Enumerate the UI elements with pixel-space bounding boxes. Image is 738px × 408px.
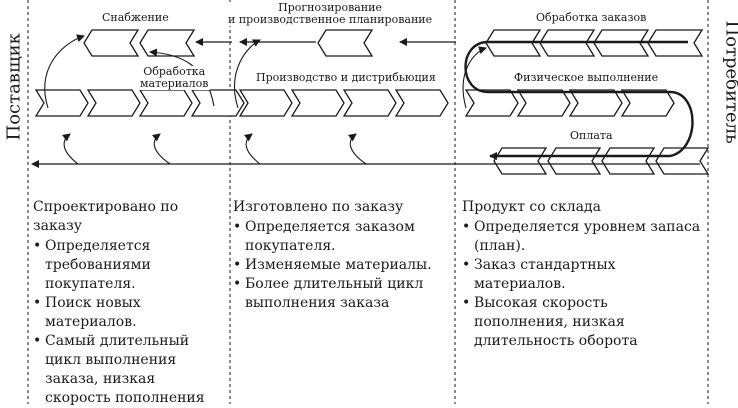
flow-forecasting-label: Прогнозирование и производственное плани… [226, 2, 434, 26]
chevron-materials-2 [88, 90, 140, 116]
list-item: Самый длительный цикл выполнения заказа,… [33, 332, 223, 408]
list-item: Поиск новых материалов. [33, 294, 223, 332]
flow-supply-label: Снабжение [100, 12, 171, 24]
chevron-supply-1 [84, 30, 138, 56]
column-engineer-to-order: Спроектировано по заказу Определяется тр… [33, 198, 223, 408]
chevron-materials-1 [36, 90, 88, 116]
list-item: Более длительный цикл выполнения заказа [233, 275, 453, 313]
flow-payment-label: Оплата [568, 130, 615, 142]
chevron-forecast [318, 30, 372, 56]
list-item: Определяется уровнем запаса (план). [462, 218, 702, 256]
list-item: Определяется заказом покупателя. [233, 218, 453, 256]
column-make-to-stock: Продукт со склада Определяется уровнем з… [462, 198, 702, 351]
column-make-to-order: Изготовлено по заказу Определяется заказ… [233, 198, 453, 313]
list-item: Заказ стандартных материалов. [462, 256, 702, 294]
chevron-materials-3 [140, 90, 192, 116]
flow-physical-label: Физическое выполнение [512, 72, 660, 84]
chevron-physical-3 [570, 90, 622, 116]
column-title: Спроектировано по заказу [33, 198, 223, 236]
flow-production-label: Производство и дистрибьюция [254, 72, 438, 84]
chevron-payment-2 [548, 148, 600, 174]
feedback-arrow-2 [154, 134, 170, 164]
chevron-physical-4 [622, 90, 674, 116]
list-item: Определяется требованиями покупателя. [33, 237, 223, 294]
column-title: Продукт со склада [462, 198, 702, 217]
flow-order-processing-label: Обработка заказов [534, 12, 648, 24]
chevron-production-4 [396, 90, 448, 116]
supplier-label: Поставщик [4, 41, 25, 141]
column-title: Изготовлено по заказу [233, 198, 453, 217]
chevron-payment-4 [656, 148, 708, 174]
list-item: Высокая скорость пополнения, низкая длит… [462, 294, 702, 351]
feedback-arrow-1 [64, 134, 78, 164]
chevron-supply-2 [140, 30, 194, 56]
chevron-payment-1 [494, 148, 546, 174]
feedback-arrow-4 [350, 134, 366, 164]
list-item: Изменяемые материалы. [233, 256, 453, 275]
consumer-label: Потребитель [722, 21, 738, 141]
flow-materials-label: Обработка материалов [138, 66, 210, 90]
chevron-physical-1 [466, 90, 518, 116]
chevron-group [36, 30, 708, 174]
chevron-payment-3 [602, 148, 654, 174]
feedback-arrow-3 [246, 134, 260, 164]
chevron-production-1 [240, 90, 292, 116]
chevron-production-3 [344, 90, 396, 116]
chevron-production-2 [292, 90, 344, 116]
chevron-physical-2 [518, 90, 570, 116]
